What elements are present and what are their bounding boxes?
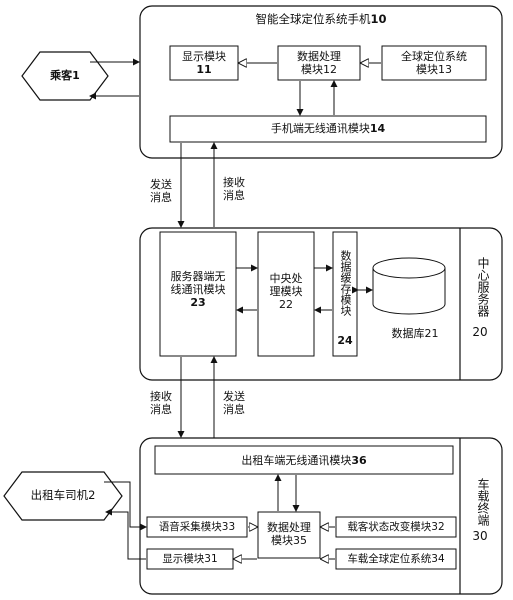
taxi-wireless-number: 36	[351, 454, 367, 467]
vehicle-number: 30	[472, 529, 488, 543]
phone-dp-line2: 模块12	[301, 63, 337, 76]
phone-receive-label: 接收 消息	[223, 176, 245, 202]
cpu-number: 22	[279, 298, 293, 311]
cache-label: 数据缓存模块	[339, 250, 352, 316]
cpu-label: 中央处 理模块 22	[258, 272, 314, 311]
vehicle-data-processing-module	[257, 511, 321, 559]
vehicle-send-label: 发送 消息	[223, 390, 245, 416]
server-wireless-module	[159, 231, 237, 357]
taxi-wireless-text: 出租车端无线通讯模块	[241, 454, 352, 467]
passenger-node	[21, 51, 109, 101]
phone-gps-line2: 模块13	[416, 63, 452, 76]
phone-dp-line1: 数据处理	[297, 50, 341, 63]
vehicle-dp-line1: 数据处理	[267, 521, 311, 534]
cpu-line2: 理模块	[269, 285, 303, 298]
server-name: 中心服务器	[476, 257, 490, 317]
driver-label: 出租车司机2	[30, 488, 96, 502]
phone-send-label: 发送 消息	[150, 178, 172, 204]
vehicle-display-label: 显示模块31	[162, 553, 218, 565]
phone-wireless-module	[169, 115, 487, 143]
phone-dp-label: 数据处理 模块12	[278, 50, 360, 76]
vehicle-gps-label: 车载全球定位系统34	[347, 553, 445, 565]
phone-gps-line1: 全球定位系统	[401, 50, 467, 63]
phone-gps-module	[381, 45, 487, 81]
cpu-line1: 中央处	[269, 272, 303, 285]
database	[372, 257, 446, 315]
status-label: 载客状态改变模块32	[347, 521, 445, 533]
server-number: 20	[472, 325, 488, 339]
phone-display-line1: 显示模块	[182, 50, 226, 63]
vehicle-gps-module	[335, 548, 457, 570]
phone-display-module	[169, 45, 239, 81]
phone-wireless-label: 手机端无线通讯模块14	[170, 122, 486, 135]
phone-gps-label: 全球定位系统 模块13	[382, 50, 486, 76]
taxi-wireless-module	[154, 445, 454, 475]
taxi-wireless-label: 出租车端无线通讯模块36	[155, 454, 453, 467]
driver-node	[3, 471, 123, 521]
phone-title-number: 10	[370, 12, 387, 26]
voice-capture-module	[146, 516, 248, 538]
arrow-driver-to-voice	[104, 481, 147, 531]
server-wireless-line2: 线通讯模块	[170, 283, 226, 296]
vehicle-dp-label: 数据处理 模块35	[258, 521, 320, 547]
cache-number: 24	[337, 334, 353, 347]
passenger-status-module	[335, 516, 457, 538]
central-processing-module	[257, 231, 315, 357]
data-cache-module	[332, 231, 358, 357]
database-label: 数据库21	[391, 327, 439, 340]
phone-display-line2: 11	[196, 63, 212, 76]
phone-title: 智能全球定位系统手机10	[150, 13, 492, 26]
phone-display-label: 显示模块 11	[170, 50, 238, 76]
vehicle-dp-line2: 模块35	[271, 534, 307, 547]
voice-label: 语音采集模块33	[158, 521, 236, 533]
vehicle-name: 车载终端	[476, 478, 490, 526]
server-wireless-label: 服务器端无 线通讯模块 23	[160, 270, 236, 309]
phone-wireless-text: 手机端无线通讯模块	[270, 122, 370, 135]
vehicle-receive-label: 接收 消息	[150, 390, 172, 416]
server-wireless-line1: 服务器端无	[170, 270, 226, 283]
server-wireless-number: 23	[190, 296, 206, 309]
phone-data-processing-module	[277, 45, 361, 81]
phone-title-text: 智能全球定位系统手机	[255, 12, 371, 26]
arrow-display-to-driver	[105, 508, 146, 560]
passenger-label: 乘客1	[50, 69, 80, 82]
phone-wireless-number: 14	[369, 122, 386, 135]
